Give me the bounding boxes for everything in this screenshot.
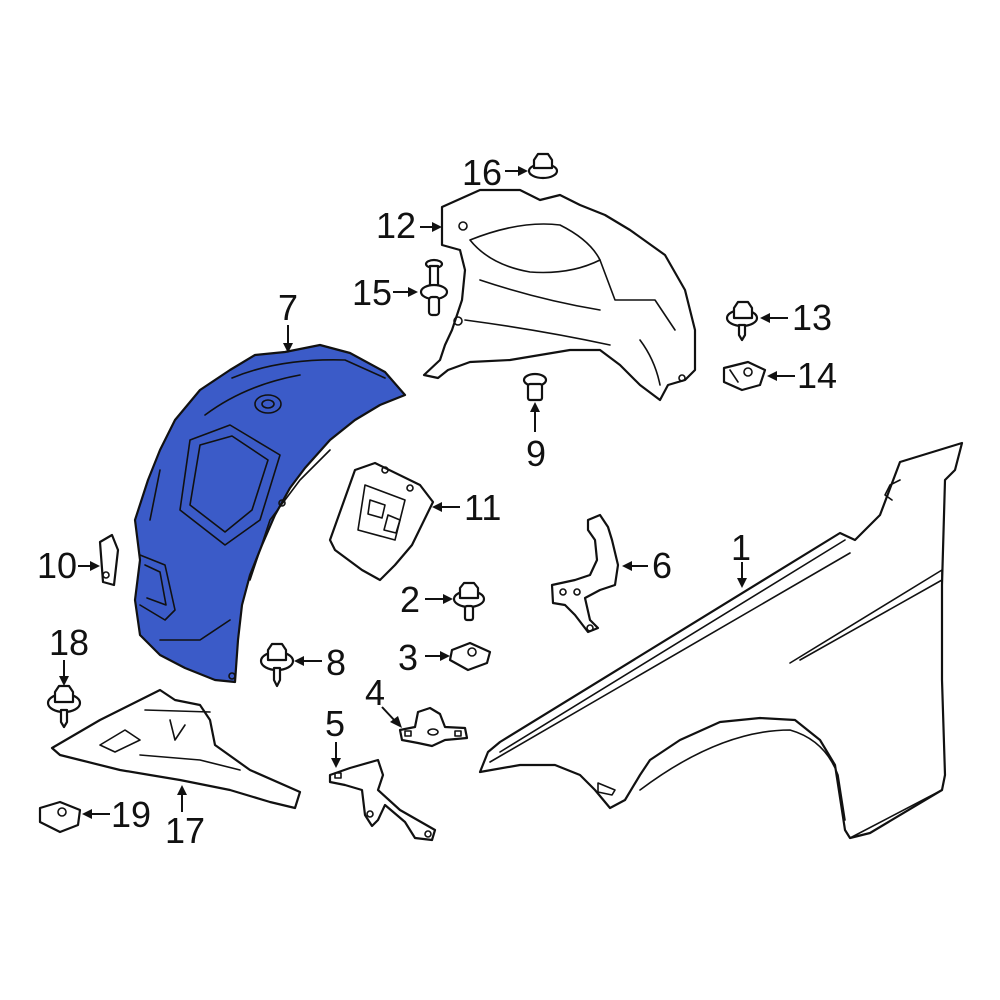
callout-6: 6 bbox=[652, 545, 673, 586]
part-9-push-clip[interactable] bbox=[522, 372, 548, 402]
callout-3: 3 bbox=[398, 637, 419, 678]
leader-arrows bbox=[59, 166, 795, 819]
callout-7: 7 bbox=[278, 287, 299, 328]
part-11-splash-shield[interactable] bbox=[328, 461, 435, 582]
part-10-bracket[interactable] bbox=[98, 533, 120, 587]
callout-18: 18 bbox=[49, 622, 90, 663]
part-4-bracket[interactable] bbox=[398, 706, 469, 748]
callout-5: 5 bbox=[325, 703, 346, 744]
part-1-fender[interactable] bbox=[478, 441, 964, 840]
part-6-bracket[interactable] bbox=[550, 513, 620, 634]
part-12-rear-liner[interactable] bbox=[422, 188, 697, 402]
part-13-bolt[interactable] bbox=[725, 300, 759, 342]
callout-19: 19 bbox=[111, 794, 152, 835]
part-18-bolt[interactable] bbox=[46, 684, 82, 729]
callout-16: 16 bbox=[462, 152, 503, 193]
callout-13: 13 bbox=[792, 297, 833, 338]
callout-10: 10 bbox=[37, 545, 78, 586]
part-8-bolt[interactable] bbox=[259, 642, 295, 688]
part-17-lower-cover[interactable] bbox=[50, 688, 302, 810]
callout-2: 2 bbox=[400, 579, 421, 620]
part-5-bracket[interactable] bbox=[328, 758, 437, 842]
callout-1: 1 bbox=[731, 527, 752, 568]
callout-8: 8 bbox=[326, 642, 347, 683]
part-16-nut[interactable] bbox=[527, 152, 559, 180]
callout-12: 12 bbox=[376, 205, 417, 246]
part-7-fender-liner[interactable] bbox=[133, 343, 407, 684]
callout-9: 9 bbox=[526, 433, 547, 474]
callout-4: 4 bbox=[365, 672, 386, 713]
part-15-push-rivet[interactable] bbox=[419, 258, 449, 317]
part-2-bolt[interactable] bbox=[452, 581, 486, 622]
part-14-clip-nut[interactable] bbox=[722, 360, 767, 392]
callout-15: 15 bbox=[352, 272, 393, 313]
callout-17: 17 bbox=[165, 810, 206, 851]
callout-14: 14 bbox=[797, 355, 838, 396]
part-3-clip-nut[interactable] bbox=[448, 641, 492, 672]
callout-11: 11 bbox=[464, 487, 502, 528]
part-19-clip-nut[interactable] bbox=[38, 800, 82, 834]
